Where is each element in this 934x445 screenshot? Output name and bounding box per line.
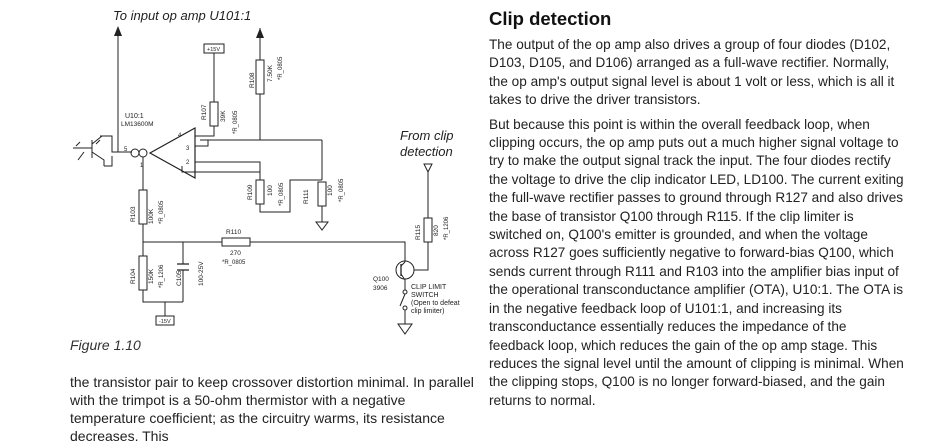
section-paragraph-2: But because this point is within the ove…	[489, 116, 904, 408]
resistor-r103	[138, 189, 148, 225]
switch-label-2: (Open to defeat	[411, 300, 460, 307]
clip-source-label-line1: From clip	[400, 128, 453, 143]
r107-value: 39K	[220, 110, 227, 122]
pin-label-1: 1	[140, 163, 144, 169]
transistor-pair-symbol	[73, 135, 105, 166]
resistor-r107	[209, 101, 219, 127]
r110-pkg: *R_0805	[222, 260, 246, 266]
transistor-q100	[395, 260, 415, 280]
supply-positive-label: +15V	[207, 47, 220, 53]
r104-value: 150K	[148, 268, 155, 284]
circuit-schematic: To input op amp U101:1 R108 7.50K *R_080…	[73, 8, 460, 335]
ground-symbol	[315, 221, 329, 231]
r111-value: 100	[327, 185, 334, 196]
switch-ground-symbol	[397, 323, 413, 335]
pin-label-3: 3	[186, 146, 190, 152]
figure-caption: Figure 1.10	[70, 337, 141, 353]
resistor-r115	[423, 217, 433, 243]
r110-ref: R110	[226, 229, 241, 236]
capacitor-c105	[177, 263, 189, 271]
schematic-top-label: To input op amp U101:1	[113, 8, 251, 23]
switch-label-0: CLIP LIMIT	[411, 284, 447, 291]
resistor-r109	[255, 179, 265, 205]
ota-triangle	[148, 126, 196, 180]
ota-part: LM13600M	[121, 121, 154, 128]
ota-ref: U10:1	[125, 113, 144, 120]
r115-pkg: *R_1206	[444, 216, 450, 240]
r111-ref: R111	[303, 189, 310, 204]
clip-detection-section: Clip detection The output of the op amp …	[489, 8, 904, 416]
resistor-r104	[138, 255, 148, 291]
switch-contact-top	[402, 289, 408, 295]
r109-pkg: *R_0805	[279, 182, 285, 206]
output-arrow-head	[114, 26, 122, 36]
r104-pkg: *R_1206	[159, 264, 165, 288]
r115-ref: R115	[415, 225, 422, 240]
left-body-text: the transistor pair to keep crossover di…	[70, 373, 480, 445]
r108-pkg: *R_0805	[278, 56, 284, 80]
switch-label-3: clip limiter)	[411, 308, 444, 315]
left-paragraph: the transistor pair to keep crossover di…	[70, 374, 474, 444]
switch-contact-bottom	[402, 305, 408, 311]
r103-pkg: *R_0805	[159, 200, 165, 224]
c105-ref: C105	[176, 270, 183, 286]
r111-pkg: *R_0805	[339, 178, 345, 202]
q100-part: 3906	[373, 285, 388, 292]
clip-source-arrow	[423, 163, 433, 174]
supply-negative-box	[155, 315, 175, 326]
feedback-arrow-head	[256, 28, 264, 38]
resistor-r110	[221, 237, 251, 247]
r108-ref: R108	[249, 72, 256, 88]
q100-ref: Q100	[373, 276, 389, 283]
r107-ref: R107	[201, 104, 208, 120]
section-title: Clip detection	[489, 8, 612, 29]
r107-pkg: *R_0805	[233, 110, 239, 134]
switch-label-1: SWITCH	[411, 292, 439, 299]
r109-ref: R109	[247, 184, 254, 200]
pin-label-2: 2	[186, 160, 190, 166]
pin-label-5: 5	[124, 147, 128, 153]
section-paragraph-1: The output of the op amp also drives a g…	[489, 37, 895, 108]
c105-value: 100-25V	[198, 261, 205, 286]
r108-value: 7.50K	[267, 64, 274, 82]
r110-value: 270	[230, 250, 241, 257]
r103-ref: R103	[130, 206, 137, 222]
supply-negative-label: -15V	[159, 319, 171, 325]
r115-value: 820	[433, 225, 440, 236]
r104-ref: R104	[130, 268, 137, 284]
r103-value: 100K	[148, 208, 155, 224]
resistor-r108	[255, 59, 265, 95]
resistor-r111	[317, 181, 327, 207]
pin-label-4: 4	[178, 133, 182, 139]
r109-value: 100	[267, 185, 274, 196]
clip-source-label-line2: detection	[400, 144, 453, 159]
